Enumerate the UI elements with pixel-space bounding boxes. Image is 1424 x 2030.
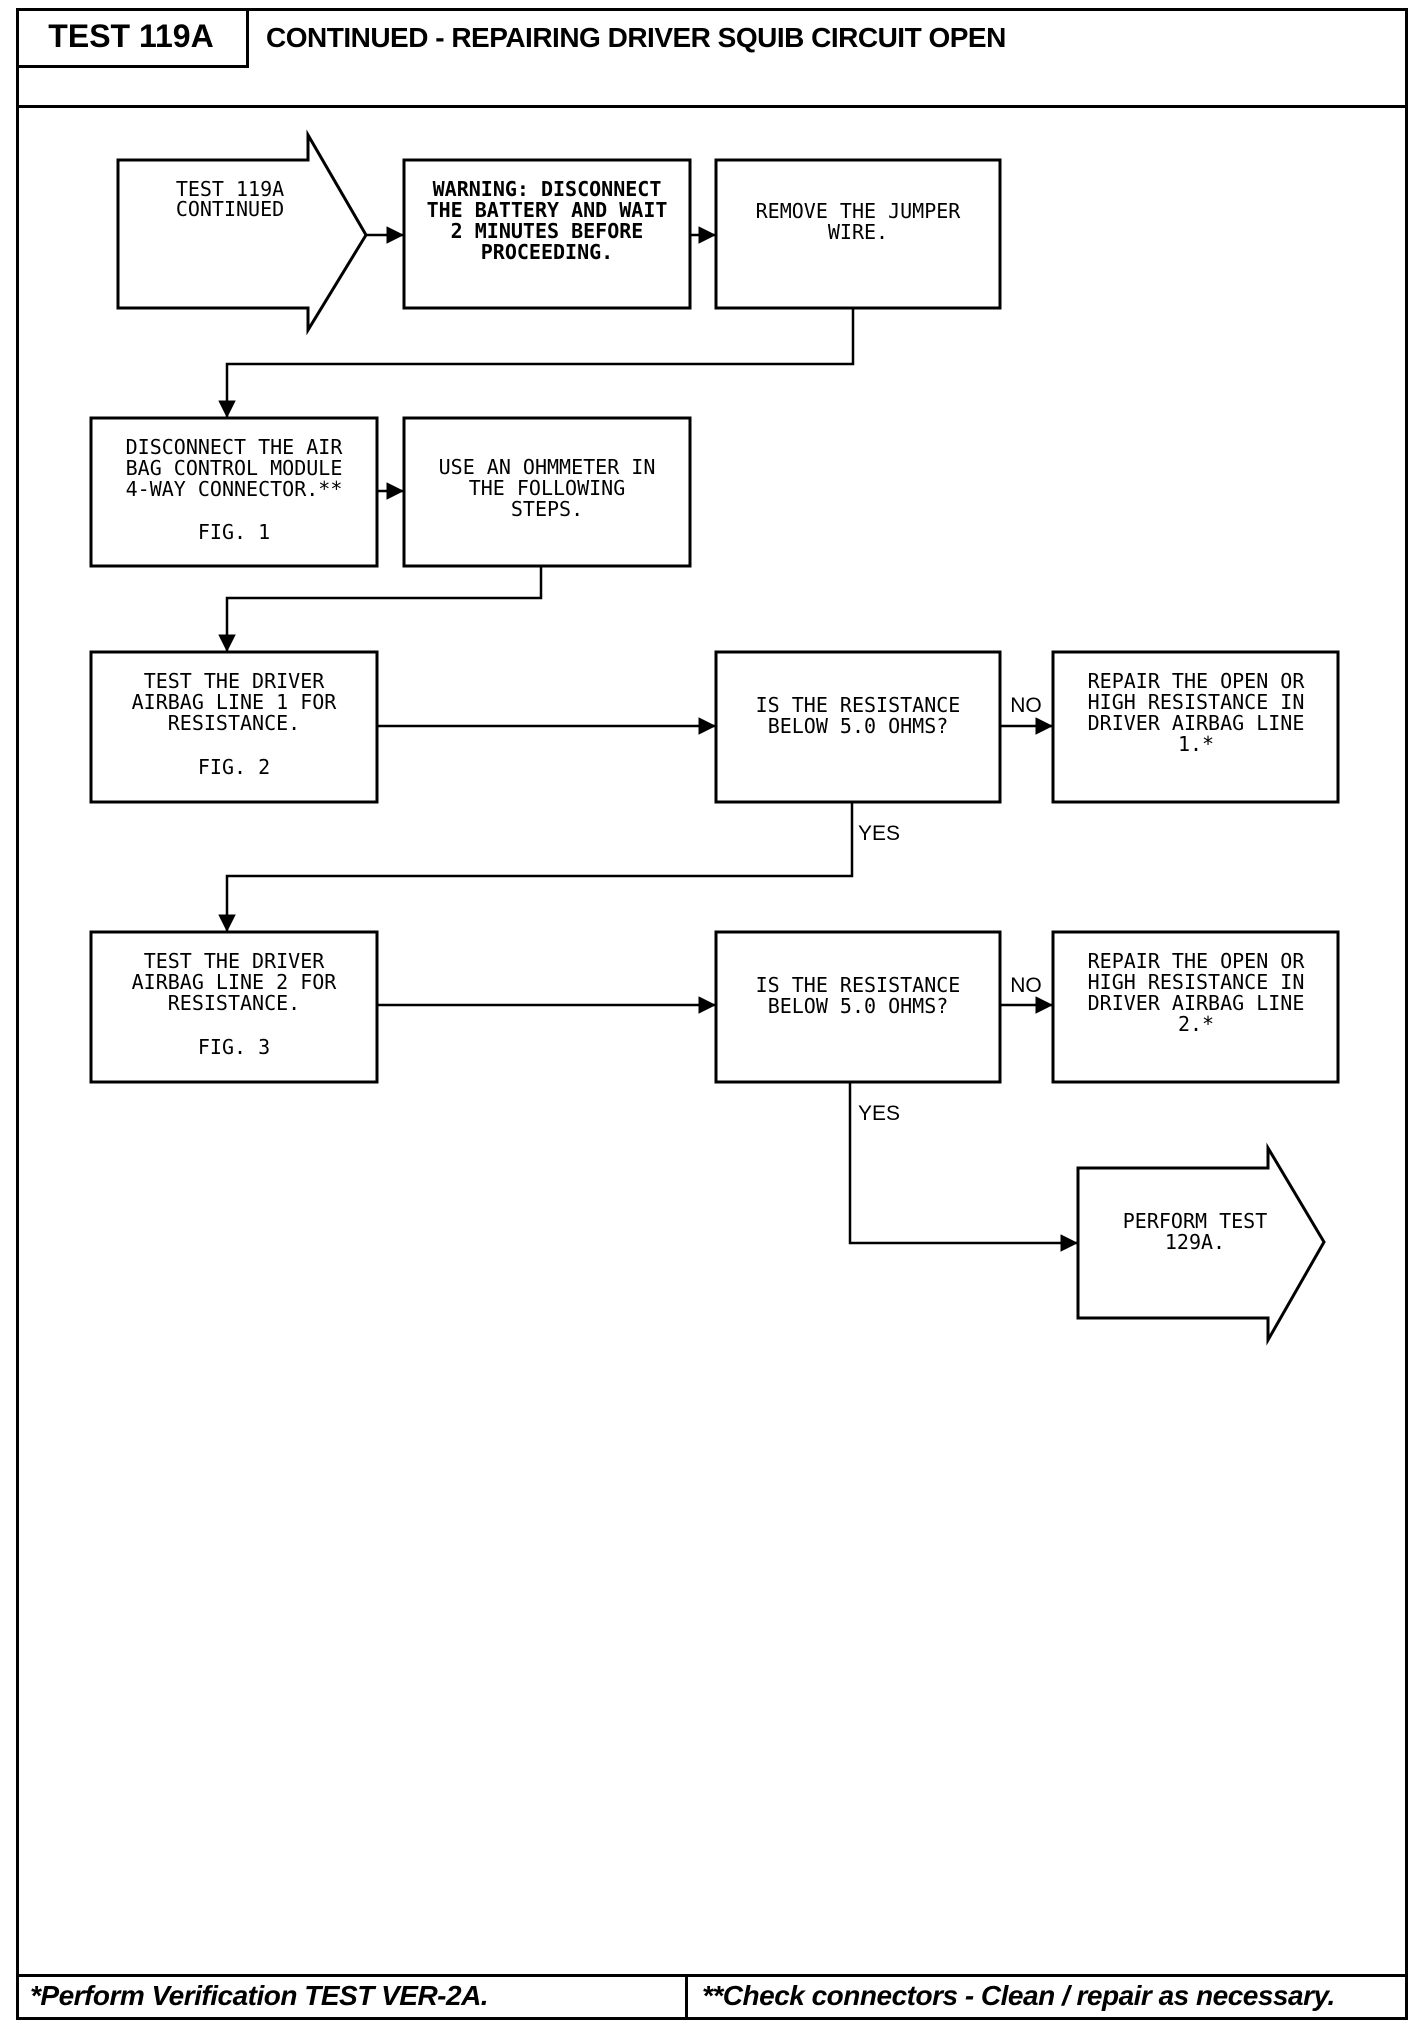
node-text-line: PROCEEDING.	[481, 240, 613, 264]
repair-line1-node	[1051, 650, 1340, 804]
node-text-line: 2 MINUTES BEFORE	[451, 219, 644, 243]
edge-question1-to-test2	[218, 802, 854, 932]
node-text-line: TEST THE DRIVER	[144, 669, 326, 693]
test-line2-node	[89, 930, 379, 1084]
footer-divider	[685, 1974, 688, 2020]
test-line1-fig: FIG. 2	[198, 755, 270, 779]
test-line2-fig: FIG. 3	[198, 1035, 270, 1059]
node-text-line: DISCONNECT THE AIR	[126, 435, 344, 459]
node-text-line: 4-WAY CONNECTOR.**	[126, 477, 343, 501]
node-text-line: BAG CONTROL MODULE	[126, 456, 343, 480]
node-text-line: USE AN OHMMETER IN	[439, 455, 656, 479]
warning-node	[402, 158, 692, 310]
node-text-line: RESISTANCE.	[168, 711, 300, 735]
test-id-label: TEST 119A	[16, 8, 249, 68]
disconnect-module-node	[89, 416, 379, 568]
node-text-line: RESISTANCE.	[168, 991, 300, 1015]
edge-ohmmeter-to-test1	[218, 566, 543, 652]
node-text-line: THE FOLLOWING	[469, 476, 626, 500]
test-line1-node	[89, 650, 379, 804]
node-text-line: HIGH RESISTANCE IN	[1088, 970, 1305, 994]
footer-bar	[16, 1974, 1408, 2020]
edge-question2-to-perform	[848, 1082, 1078, 1252]
start-node-shape	[116, 129, 368, 336]
node-text-line: DRIVER AIRBAG LINE	[1088, 991, 1305, 1015]
node-text-line: 2.*	[1178, 1012, 1214, 1036]
node-text-line: REPAIR THE OPEN OR	[1088, 949, 1306, 973]
node-text-line: BELOW 5.0 OHMS?	[768, 714, 949, 738]
node-text-line: REPAIR THE OPEN OR	[1088, 669, 1306, 693]
node-text-line: PERFORM TEST	[1123, 1209, 1268, 1233]
footer-right-note: **Check connectors - Clean / repair as n…	[702, 1980, 1335, 2011]
question1-node	[714, 650, 1002, 804]
edge-label-yes-1: YES	[858, 822, 900, 845]
node-text-line: 129A.	[1165, 1230, 1225, 1254]
edge-label-no-2: NO	[1010, 974, 1042, 997]
node-text-line: AIRBAG LINE 1 FOR	[132, 690, 338, 714]
node-text-line: IS THE RESISTANCE	[756, 693, 961, 717]
page-frame	[16, 8, 1408, 2020]
node-text-line: CONTINUED	[176, 197, 284, 221]
node-text-line: TEST 119A	[176, 177, 284, 201]
node-text-line: STEPS.	[511, 497, 583, 521]
edge-label-yes-2: YES	[858, 1102, 900, 1125]
node-text-line: WIRE.	[828, 220, 888, 244]
remove-jumper-node	[714, 158, 1002, 310]
node-text-line: BELOW 5.0 OHMS?	[768, 994, 949, 1018]
node-text-line: 1.*	[1178, 732, 1214, 756]
edge-label-no-1: NO	[1010, 694, 1042, 717]
repair-line2-node	[1051, 930, 1340, 1084]
node-text-line: AIRBAG LINE 2 FOR	[132, 970, 338, 994]
footer-left-note: *Perform Verification TEST VER-2A.	[30, 1980, 489, 2011]
perform-test-node-shape	[1076, 1142, 1326, 1346]
node-text-line: TEST THE DRIVER	[144, 949, 326, 973]
node-text-line: HIGH RESISTANCE IN	[1088, 690, 1305, 714]
page-title: CONTINUED - REPAIRING DRIVER SQUIB CIRCU…	[266, 22, 1006, 53]
node-text-line: WARNING: DISCONNECT	[433, 177, 662, 201]
node-text-line: DRIVER AIRBAG LINE	[1088, 711, 1305, 735]
node-text-line: THE BATTERY AND WAIT	[427, 198, 668, 222]
disconnect-module-fig: FIG. 1	[198, 520, 270, 544]
edge-remove-to-disconnect	[218, 308, 855, 418]
use-ohmmeter-node	[402, 416, 692, 568]
node-text-line: REMOVE THE JUMPER	[756, 199, 962, 223]
question2-node	[714, 930, 1002, 1084]
node-text-line: IS THE RESISTANCE	[756, 973, 961, 997]
header-bar	[16, 8, 1408, 108]
